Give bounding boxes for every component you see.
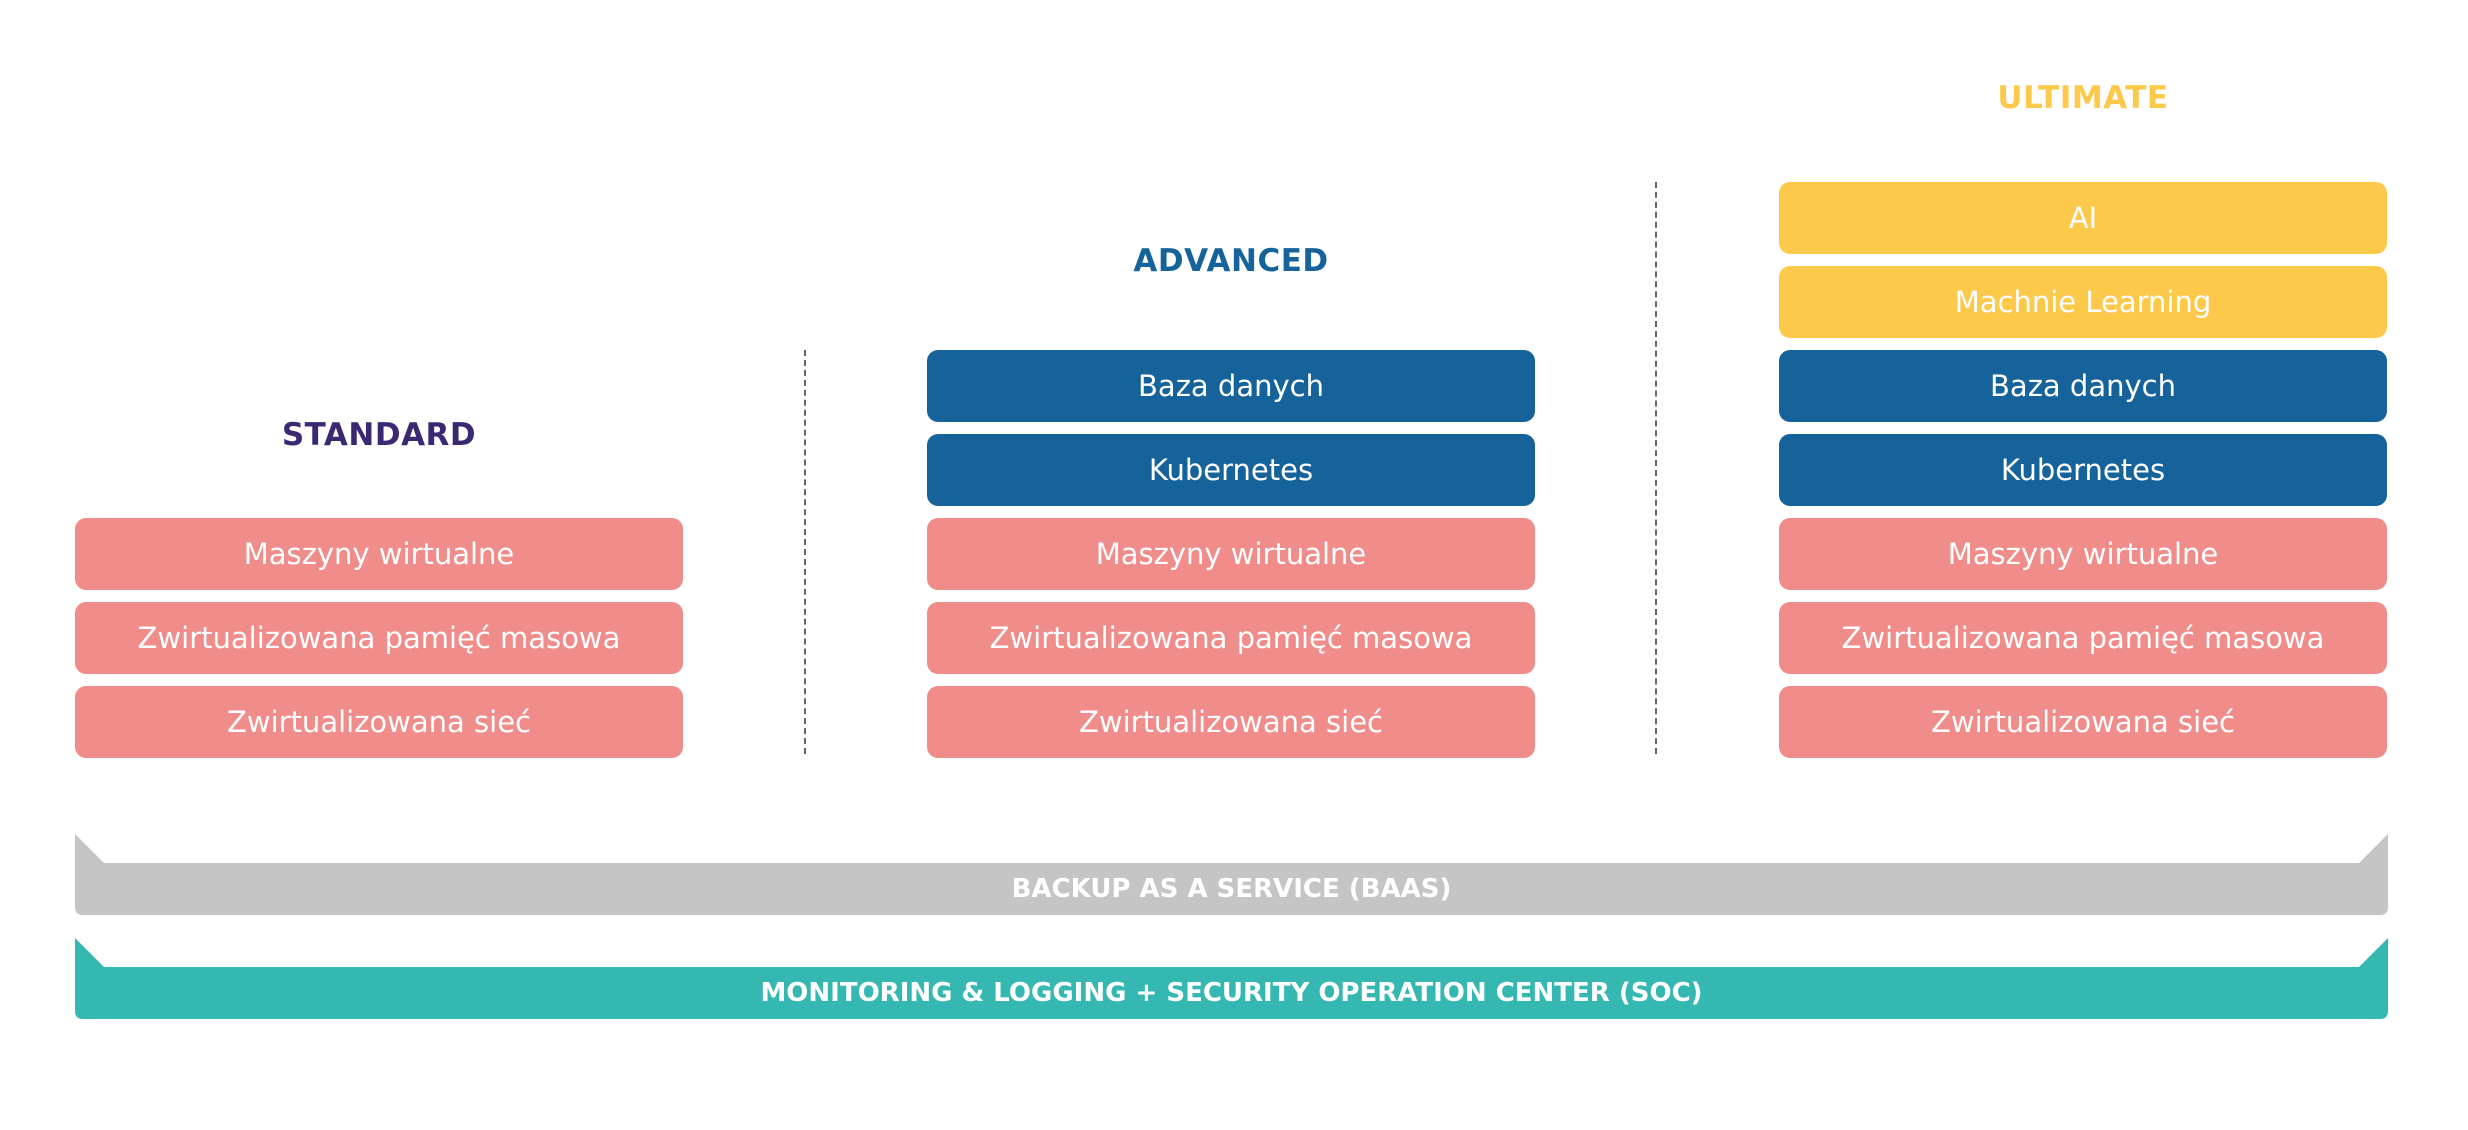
ultimate-box-virtual-machines: Maszyny wirtualne xyxy=(1779,518,2387,590)
ultimate-box-database: Baza danych xyxy=(1779,350,2387,422)
ultimate-box-ai: AI xyxy=(1779,182,2387,254)
advanced-box-virtual-machines: Maszyny wirtualne xyxy=(927,518,1535,590)
ultimate-box-machine-learning: Machnie Learning xyxy=(1779,266,2387,338)
divider-advanced-ultimate xyxy=(1655,182,1657,754)
soc-band-shape xyxy=(75,938,2388,1019)
advanced-box-kubernetes: Kubernetes xyxy=(927,434,1535,506)
soc-band-label: MONITORING & LOGGING + SECURITY OPERATIO… xyxy=(760,978,1703,1008)
ultimate-box-virtual-network: Zwirtualizowana sieć xyxy=(1779,686,2387,758)
standard-box-virtual-storage: Zwirtualizowana pamięć masowa xyxy=(75,602,683,674)
baas-band-shape xyxy=(75,834,2388,915)
ultimate-box-virtual-storage: Zwirtualizowana pamięć masowa xyxy=(1779,602,2387,674)
standard-box-virtual-network: Zwirtualizowana sieć xyxy=(75,686,683,758)
divider-standard-advanced xyxy=(804,350,806,754)
baas-band: BACKUP AS A SERVICE (BAAS) xyxy=(75,834,2388,915)
advanced-box-database: Baza danych xyxy=(927,350,1535,422)
baas-band-label: BACKUP AS A SERVICE (BAAS) xyxy=(1011,874,1452,904)
tier-title-standard: STANDARD xyxy=(281,417,477,453)
soc-band: MONITORING & LOGGING + SECURITY OPERATIO… xyxy=(75,938,2388,1019)
advanced-box-virtual-storage: Zwirtualizowana pamięć masowa xyxy=(927,602,1535,674)
ultimate-box-kubernetes: Kubernetes xyxy=(1779,434,2387,506)
tier-title-ultimate: ULTIMATE xyxy=(1997,80,2169,116)
standard-box-virtual-machines: Maszyny wirtualne xyxy=(75,518,683,590)
tier-title-advanced: ADVANCED xyxy=(1133,243,1329,279)
advanced-box-virtual-network: Zwirtualizowana sieć xyxy=(927,686,1535,758)
